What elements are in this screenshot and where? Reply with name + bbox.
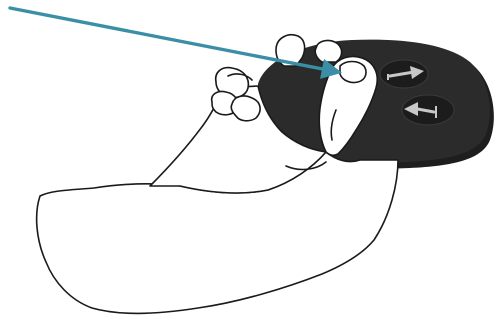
- remote-button-down: [402, 95, 454, 125]
- remote-button-up: [380, 60, 428, 88]
- thumb-nail: [340, 62, 366, 83]
- hand: [37, 35, 398, 314]
- finger-middle: [315, 41, 341, 62]
